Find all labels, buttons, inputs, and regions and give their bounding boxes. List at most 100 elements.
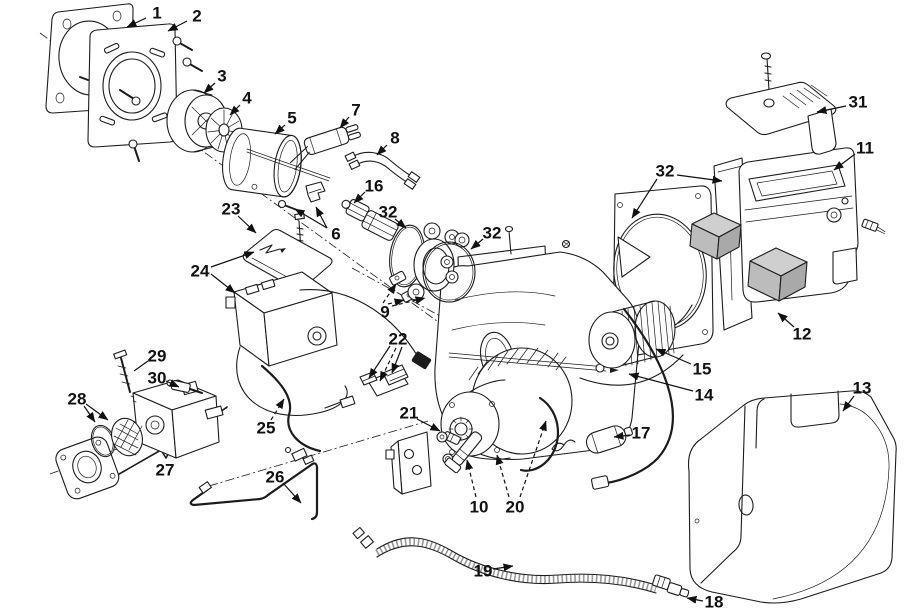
part-cable-clips <box>359 364 409 397</box>
callout-leader-line <box>294 208 328 229</box>
callout-leader-line <box>416 418 441 432</box>
callout-leader-line <box>676 174 723 184</box>
callout-10: 10 <box>465 459 489 517</box>
callout-number: 12 <box>793 325 812 344</box>
part-ignition-transformer <box>225 271 432 417</box>
callout-21: 21 <box>400 404 441 432</box>
callout-leader-line <box>470 238 484 250</box>
part-pump-assembly <box>55 379 228 500</box>
callout-22: 22 <box>368 330 408 382</box>
callout-25: 25 <box>257 398 285 438</box>
callout-number: 5 <box>287 109 296 128</box>
part-electrode-assembly <box>289 124 361 171</box>
part-ignition-cables <box>344 151 421 190</box>
part-regulator-stem <box>113 349 137 403</box>
callout-number: 32 <box>483 224 502 243</box>
callout-leader-line <box>628 372 694 392</box>
callout-3: 3 <box>203 67 227 94</box>
callout-number: 24 <box>191 262 210 281</box>
callout-32: 32 <box>379 203 407 229</box>
part-box-cover <box>725 52 837 155</box>
callout-leader-line <box>465 459 477 498</box>
part-transformer-cover <box>242 228 333 291</box>
callout-number: 27 <box>156 461 175 480</box>
callout-leader-line <box>210 251 255 268</box>
part-filter-oring <box>90 417 143 458</box>
part-motor-cable <box>590 307 674 490</box>
callout-leader-line <box>270 398 285 421</box>
callout-leader-line <box>210 273 236 294</box>
callout-leader-line <box>816 105 847 114</box>
callout-number: 16 <box>365 177 384 196</box>
callout-19: 19 <box>474 562 514 581</box>
box-screw <box>861 218 886 235</box>
callout-5: 5 <box>274 109 297 135</box>
callout-leader-line <box>387 298 405 307</box>
callout-number: 13 <box>853 379 872 398</box>
callout-number: 6 <box>331 225 340 244</box>
callout-number: 22 <box>389 330 408 349</box>
callout-20: 20 <box>495 420 547 517</box>
callout-leader-line <box>394 218 407 229</box>
part-nozzle-holder <box>444 431 483 474</box>
callout-leader-line <box>133 360 149 372</box>
callout-leader-line <box>833 153 856 171</box>
callout-9: 9 <box>380 283 426 322</box>
callout-leader-line <box>85 403 109 421</box>
callout-16: 16 <box>353 177 384 204</box>
part-hose-fitting <box>652 574 690 598</box>
part-o-ring-flanges <box>389 222 476 303</box>
callout-26: 26 <box>266 468 302 504</box>
callout-32: 32 <box>470 224 502 250</box>
callout-number: 8 <box>390 129 399 148</box>
callout-number: 29 <box>148 347 167 366</box>
callout-number: 2 <box>192 7 201 26</box>
part-fuel-hose <box>352 526 658 594</box>
callout-number: 18 <box>705 593 724 609</box>
callout-15: 15 <box>655 348 712 379</box>
callout-leader-line <box>353 191 366 204</box>
callout-leader-line <box>382 283 397 304</box>
callout-leader-line <box>391 296 426 307</box>
part-wiring-connectors <box>689 212 808 302</box>
callout-number: 25 <box>257 419 276 438</box>
callout-7: 7 <box>339 101 361 129</box>
callout-14: 14 <box>628 372 714 405</box>
callout-number: 10 <box>470 498 489 517</box>
callout-leader-line <box>391 346 403 374</box>
callout-leader-line <box>655 348 692 365</box>
part-ignition-rod <box>246 148 331 182</box>
callout-number: 11 <box>856 139 874 158</box>
callout-28: 28 <box>68 390 109 423</box>
callout-leader-line <box>492 563 514 572</box>
callout-number: 3 <box>217 67 226 86</box>
part-mounting-flange <box>79 23 203 162</box>
callout-27: 27 <box>156 461 175 480</box>
callout-number: 15 <box>693 360 712 379</box>
part-transformer-cable <box>260 364 322 453</box>
callout-number: 26 <box>266 468 285 487</box>
callout-number: 23 <box>222 200 241 219</box>
callout-leader-line <box>229 104 241 116</box>
callout-leader-line <box>368 345 391 379</box>
callout-32: 32 <box>631 162 723 219</box>
callout-leader-line <box>495 454 510 498</box>
callout-29: 29 <box>133 347 167 372</box>
callout-leader-line <box>842 395 855 412</box>
callout-leader-line <box>613 431 631 440</box>
callout-18: 18 <box>686 593 724 609</box>
callout-8: 8 <box>376 129 400 156</box>
callout-number: 21 <box>400 404 419 423</box>
callout-number: 1 <box>152 4 161 23</box>
part-nozzle-adapter <box>341 198 399 241</box>
callout-2: 2 <box>167 7 202 32</box>
callout-leader-line <box>203 82 216 94</box>
callout-number: 30 <box>148 369 167 388</box>
callout-leader-line <box>274 124 286 135</box>
callout-number: 31 <box>849 93 868 112</box>
callout-leader-line <box>237 215 257 234</box>
part-oil-pipe <box>189 446 319 521</box>
callout-leader-line <box>165 379 180 388</box>
